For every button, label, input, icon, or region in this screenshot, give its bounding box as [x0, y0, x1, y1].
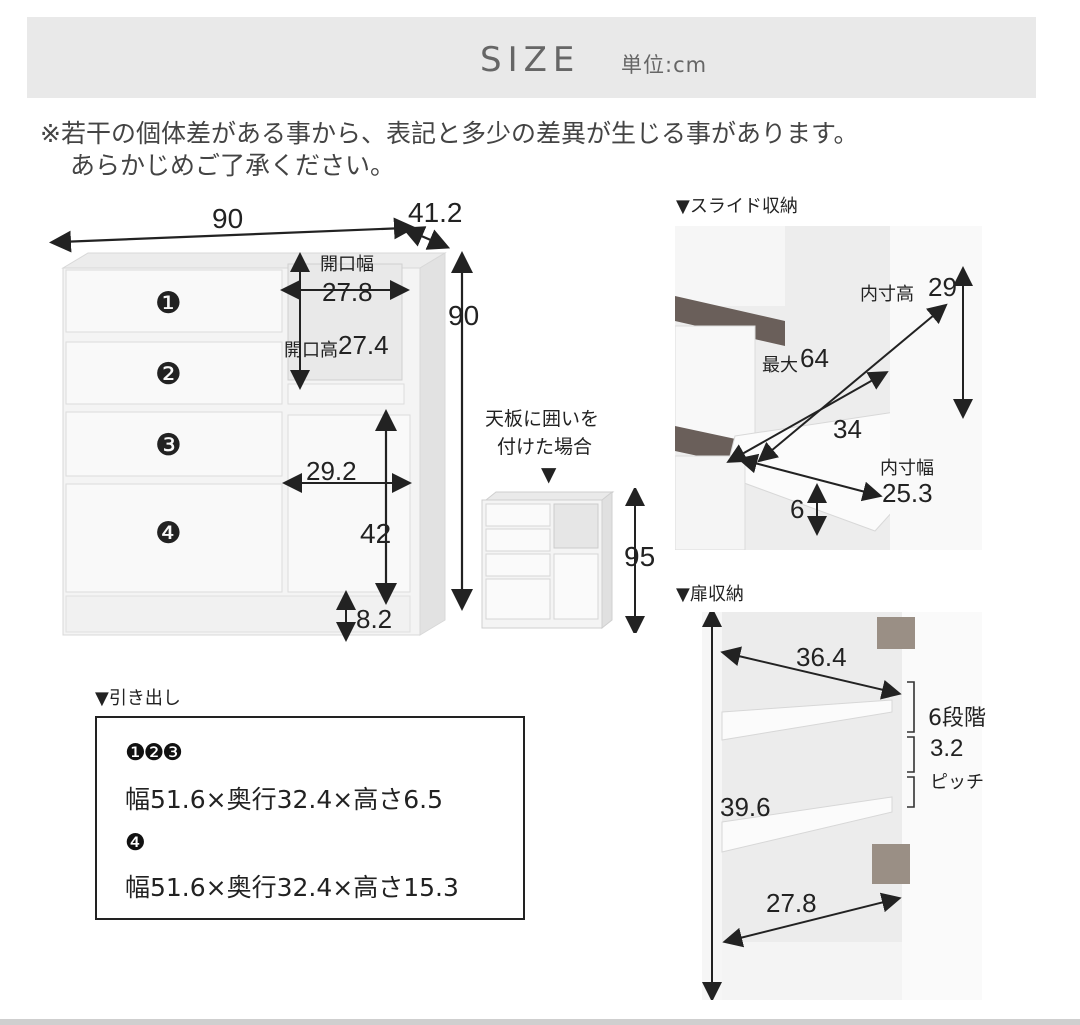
door-steps: 6段階: [928, 706, 986, 731]
size-header: [27, 17, 1036, 98]
top-board-caption-2: 付けた場合: [497, 436, 593, 458]
slide-inner-width-label: 内寸幅: [880, 458, 934, 479]
bottom-bar: [0, 1019, 1080, 1025]
drawer-spec-box: ❶❷❸ 幅51.6×奥行32.4×高さ6.5 ❹ 幅51.6×奥行32.4×高さ…: [95, 716, 525, 920]
door-width: 27.8: [766, 888, 817, 918]
slide-title: ▼スライド収納: [676, 196, 798, 217]
slide-rim: 6: [790, 494, 805, 524]
drawer-group1-marks: ❶❷❸: [125, 740, 183, 766]
dim-opening-width: 27.8: [322, 277, 373, 307]
drawer-group2-marks: ❹: [125, 830, 146, 856]
opening-height-label: 開口高: [284, 340, 338, 361]
drawer-group2-dims: 幅51.6×奥行32.4×高さ15.3: [125, 873, 459, 902]
note-line-2: あらかじめご了承ください。: [70, 151, 396, 180]
top-board-cabinet-drawing: [481, 488, 645, 633]
dim-height: 90: [448, 300, 480, 331]
slide-max-label: 最大: [762, 355, 798, 376]
top-board-caption-1: 天板に囲いを: [485, 408, 600, 430]
dim-depth: 41.2: [408, 197, 463, 228]
drawer-mark-1: ❶: [155, 286, 182, 321]
slide-inner-height-label: 内寸高: [860, 284, 914, 305]
door-storage-title: ▼扉収納: [676, 584, 744, 605]
door-pitch-label: ピッチ: [930, 772, 984, 793]
door-storage-photo: [702, 612, 982, 1000]
door-pitch: 3.2: [930, 735, 964, 762]
top-board-arrow: ▼: [541, 462, 557, 486]
unit-label: 単位:cm: [621, 53, 708, 77]
dim-door-width: 29.2: [306, 456, 357, 486]
drawer-title: ▼引き出し: [95, 688, 181, 709]
door-height: 39.6: [720, 792, 771, 822]
dim-opening-height: 27.4: [338, 330, 389, 360]
slide-depth: 34: [833, 414, 862, 444]
drawer-mark-2: ❷: [155, 357, 182, 392]
slide-storage-photo: [675, 226, 982, 550]
dim-width: 90: [212, 203, 244, 234]
drawer-mark-4: ❹: [155, 516, 182, 551]
note-line-1: ※若干の個体差がある事から、表記と多少の差異が生じる事があります。: [40, 119, 859, 148]
slide-max-value: 64: [800, 343, 829, 373]
size-title: SIZE: [480, 40, 581, 80]
dim-base-height: 8.2: [356, 604, 393, 634]
opening-width-label: 開口幅: [320, 254, 374, 275]
slide-inner-width: 25.3: [882, 478, 933, 508]
door-depth: 36.4: [796, 642, 847, 672]
dim-top-board-height: 95: [624, 541, 656, 572]
drawer-mark-3: ❸: [155, 428, 182, 463]
dim-door-height: 42: [360, 518, 392, 549]
drawer-group1-dims: 幅51.6×奥行32.4×高さ6.5: [125, 785, 443, 814]
slide-inner-height: 29: [928, 272, 957, 302]
